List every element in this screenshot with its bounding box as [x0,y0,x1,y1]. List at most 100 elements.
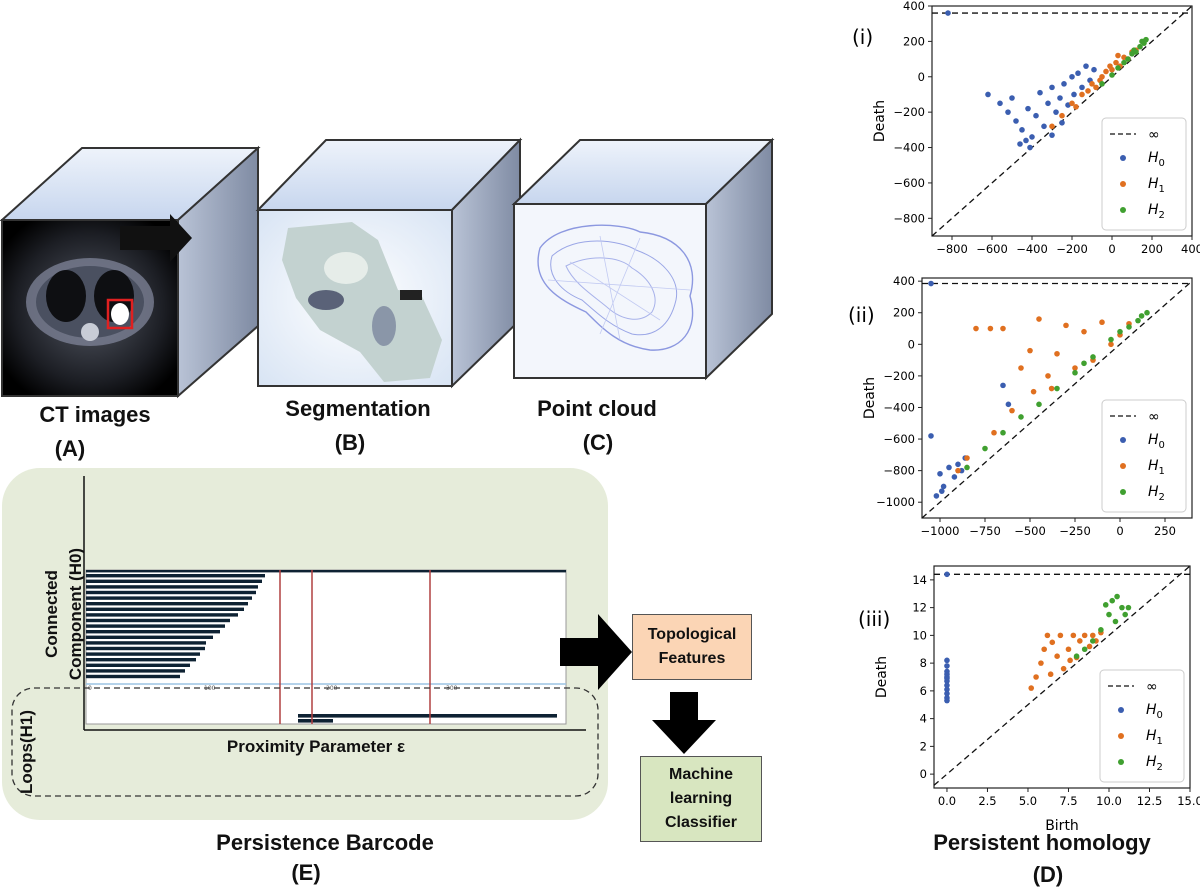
point-h1 [1113,59,1119,66]
legend-marker [1120,207,1126,213]
diagram-ytick: −200 [883,369,915,383]
point-h1 [1059,112,1065,119]
legend-marker [1120,489,1126,495]
barcode-ylabel-h1: Loops(H1) [17,709,36,795]
point-h0 [1053,109,1059,115]
pc-tag: (C) [582,430,614,455]
diagram-ytick: −400 [883,400,915,414]
point-h2 [1102,602,1109,608]
point-h0 [1005,401,1012,408]
diagram-panel-label: (i) [852,25,873,49]
classifier-line3: Classifier [664,814,738,831]
point-h2 [1139,38,1145,45]
point-h1 [1033,674,1039,680]
point-h1 [1054,653,1060,659]
point-h0 [1041,123,1047,130]
pipeline-cubes [0,137,775,399]
diagram-xtick: 0.0 [938,794,956,808]
point-h2 [1121,59,1127,66]
point-h2 [1054,385,1060,392]
classifier-line1: Machine [668,766,733,783]
features-line2: Features [658,650,726,667]
point-h0 [937,470,943,477]
barcode-panel: 0 100 200 300 [2,468,608,820]
point-h0 [944,690,950,697]
h0-bar [86,574,265,578]
diagram-xtick: 15.0 [1177,794,1200,808]
diagram-ytick: −1000 [876,495,915,509]
classifier-box: Machine learning Classifier [640,756,762,842]
legend-marker [1120,155,1126,161]
diagram-ytick: 0 [918,70,925,84]
point-h0 [1017,141,1023,147]
diagram-xtick: 7.5 [1059,794,1077,808]
diagram-xlabel: Birth [1045,818,1079,830]
point-h0 [944,686,950,693]
h0-bar [86,635,213,639]
point-h1 [1107,63,1113,69]
point-h0 [1091,66,1097,73]
point-h0 [955,461,961,468]
diagram-ytick: −600 [893,176,925,190]
point-h2 [1135,317,1141,324]
point-h0 [940,483,947,490]
point-h1 [1009,407,1015,414]
point-h1 [1085,88,1091,94]
point-h0 [1057,95,1063,101]
point-h1 [1081,632,1088,639]
point-h2 [1112,618,1119,625]
pc-title: Point cloud [537,396,657,421]
h0-bar-infinite [86,570,566,573]
point-h1 [973,325,979,332]
point-h2 [1089,638,1096,644]
h0-bar [86,641,206,645]
point-h2 [1125,56,1131,62]
point-h0 [946,464,952,471]
ct-title: CT images [39,402,151,427]
point-h0 [1049,84,1055,91]
legend-marker [1118,707,1124,713]
diagram-xtick: 0 [1116,524,1123,538]
h0-bar [86,602,248,606]
diagram-ytick: 12 [912,601,927,615]
h0-bar [86,674,180,679]
point-h1 [1099,319,1105,326]
point-h0 [1013,118,1019,124]
point-h2 [1108,336,1114,343]
point-h0 [1037,89,1043,96]
diagram-ytick: −200 [893,105,925,119]
diagram-xtick: −800 [936,242,968,256]
barcode-xlabel: Proximity Parameter ε [226,737,406,756]
arrow-right [560,614,632,690]
point-h1 [1072,365,1078,371]
point-h0 [1005,109,1011,115]
point-h2 [1072,369,1078,376]
barcode-tick-300: 300 [446,685,458,692]
point-h2 [1109,72,1115,78]
point-h2 [1109,597,1116,604]
point-h0 [1019,127,1025,133]
cube-ct [0,145,261,399]
point-h1 [1065,646,1072,653]
h0-bar [86,579,262,583]
point-h1 [1089,81,1095,87]
flow-arrows [560,614,716,754]
diagram-legend [1101,399,1187,513]
barcode-title: Persistence Barcode [216,830,434,855]
diagram-xtick: 400 [1181,242,1200,256]
ylabel-h0-line1: Connected [42,570,61,658]
diagram-xtick: −500 [1014,524,1046,538]
h0-bar [86,630,220,634]
diagram-legend [1099,669,1185,783]
point-h1 [1073,104,1079,110]
diagram-ytick: 8 [920,656,927,670]
ylabel-h0-line2: Component (H0) [66,547,85,681]
point-h0 [1083,63,1089,69]
point-h2 [1073,653,1080,659]
h0-bar [86,646,205,651]
point-h2 [1018,414,1024,420]
point-h0 [1023,137,1029,144]
seg-title: Segmentation [285,396,431,421]
